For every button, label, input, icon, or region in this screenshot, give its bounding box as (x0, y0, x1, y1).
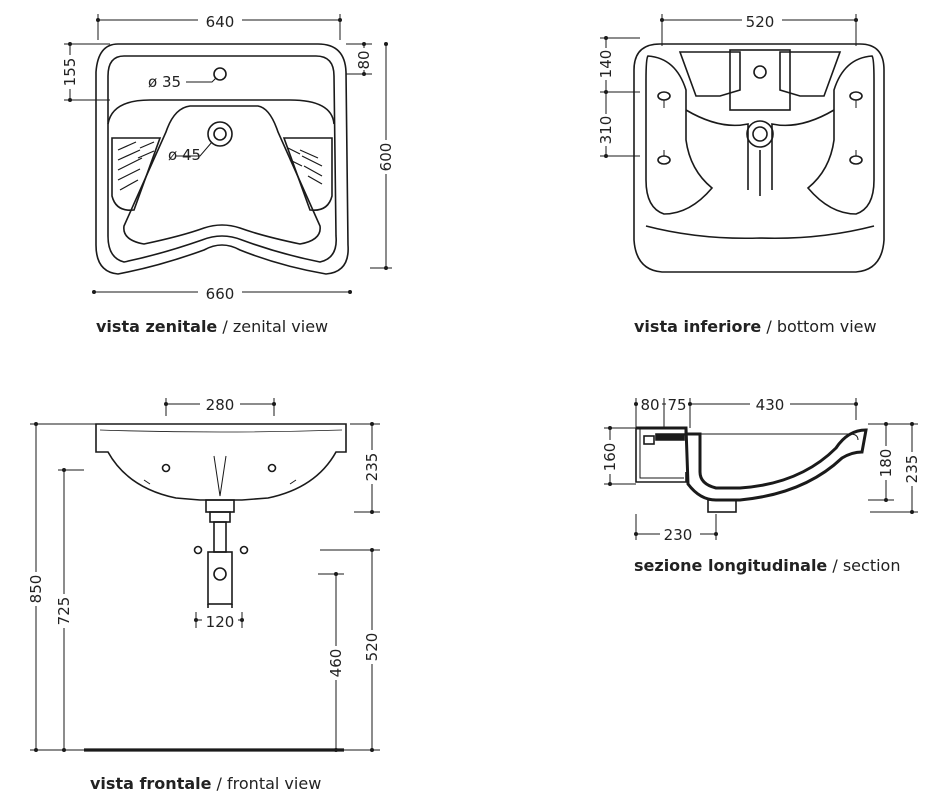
dim-top-600: 600 (377, 143, 395, 172)
dim-front-120: 120 (206, 613, 235, 631)
dim-section-160: 160 (601, 443, 619, 472)
dim-bottom-140: 140 (597, 50, 615, 79)
caption-section-view: sezione longitudinale / section (634, 556, 900, 575)
caption-bottom-en: bottom view (776, 317, 877, 336)
caption-top-sep: / (217, 317, 233, 336)
caption-front-it: vista frontale (90, 774, 212, 793)
caption-front-view: vista frontale / frontal view (90, 774, 321, 793)
caption-top-it: vista zenitale (96, 317, 218, 336)
bottom-view-dimensions (600, 14, 859, 159)
dim-front-850: 850 (27, 575, 45, 604)
dim-top-155: 155 (61, 58, 79, 87)
caption-bottom-view: vista inferiore / bottom view (634, 317, 877, 336)
dim-bottom-310: 310 (597, 116, 615, 145)
bottom-view-outline (633, 43, 885, 273)
dim-bottom-520: 520 (746, 13, 775, 31)
caption-section-en: section (842, 556, 901, 575)
dim-section-75: 75 (667, 396, 686, 414)
label-tap-hole: ø 35 (148, 73, 181, 91)
caption-section-sep: / (827, 556, 843, 575)
caption-front-en: frontal view (227, 774, 322, 793)
dim-front-520: 520 (363, 633, 381, 662)
caption-top-view: vista zenitale / zenital view (96, 317, 328, 336)
caption-section-it: sezione longitudinale (634, 556, 828, 575)
caption-bottom-it: vista inferiore (634, 317, 762, 336)
dim-front-725: 725 (55, 597, 73, 626)
front-view (84, 423, 347, 752)
dim-top-640: 640 (206, 13, 235, 31)
section-view (635, 426, 868, 513)
section-dimensions (604, 398, 918, 540)
front-view-basin (95, 423, 347, 501)
top-view (95, 43, 349, 275)
dim-section-230: 230 (664, 526, 693, 544)
dim-front-235: 235 (363, 453, 381, 482)
front-view-dimensions (30, 398, 380, 753)
top-view-bowl (123, 105, 321, 245)
label-drain-hole: ø 45 (168, 146, 201, 164)
dim-section-430: 430 (756, 396, 785, 414)
dim-front-460: 460 (327, 649, 345, 678)
caption-front-sep: / (211, 774, 228, 793)
bottom-view (633, 43, 885, 273)
dim-top-660: 660 (206, 285, 235, 303)
caption-top-en: zenital view (232, 317, 329, 336)
top-view-outline (95, 43, 349, 275)
caption-bottom-sep: / (761, 317, 777, 336)
dim-front-280: 280 (206, 396, 235, 414)
dim-section-235: 235 (903, 455, 921, 484)
dim-top-80: 80 (355, 50, 373, 69)
dim-section-80: 80 (640, 396, 659, 414)
dim-section-180: 180 (877, 449, 895, 478)
